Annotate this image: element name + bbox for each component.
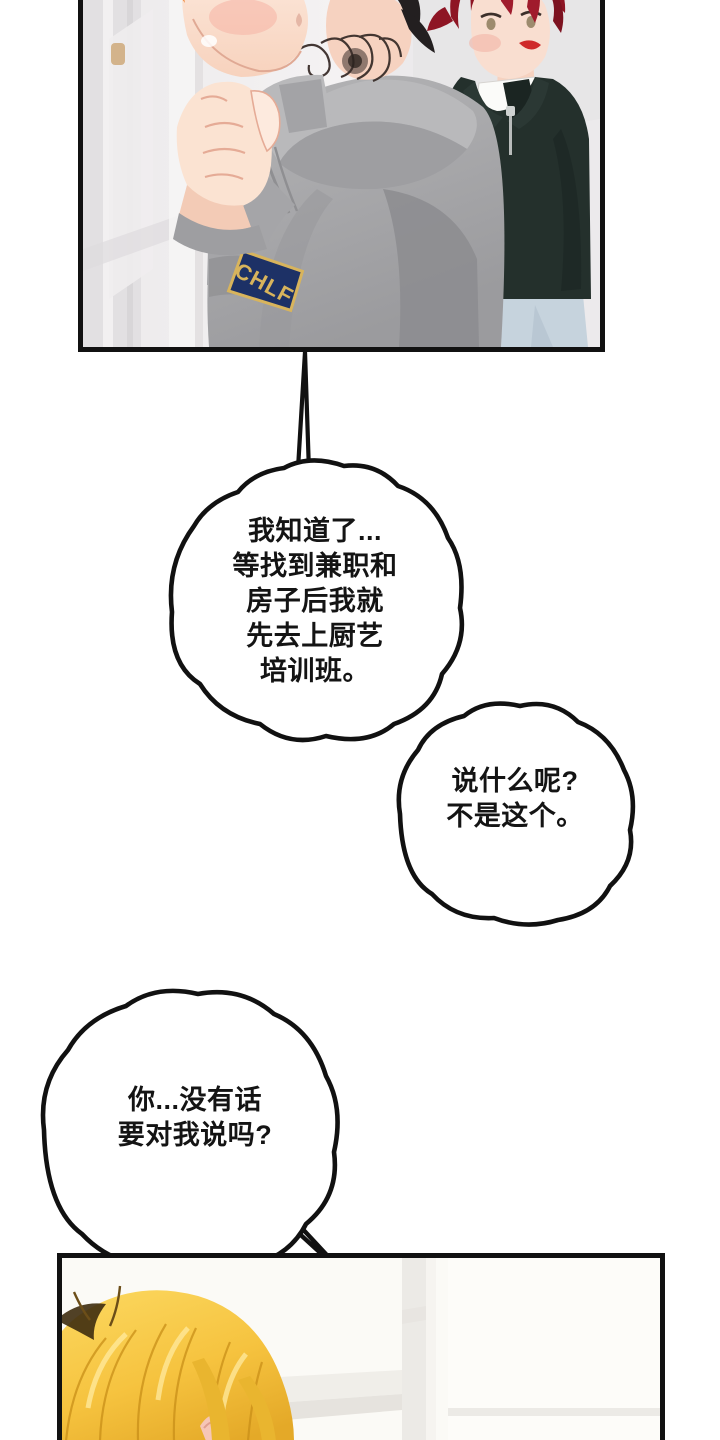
- speech-bubble-first-text: 我知道了... 等找到兼职和 房子后我就 先去上厨艺 培训班。: [232, 516, 398, 687]
- bottom-panel-artwork: [62, 1258, 660, 1440]
- red-haired-character: [427, 0, 591, 347]
- speech-bubble-third: 你...没有话 要对我说吗?: [30, 980, 360, 1283]
- top-panel-illustration: CHLF: [83, 0, 600, 347]
- orange-haired-character: [173, 0, 331, 256]
- top-panel-artwork: CHLF: [83, 0, 600, 347]
- gray-hoodie-character: CHLF: [207, 0, 505, 347]
- speech-bubble-first: 我知道了... 等找到兼职和 房子后我就 先去上厨艺 培训班。: [150, 349, 480, 752]
- speech-bubble-second: 说什么呢? 不是这个。: [386, 694, 644, 927]
- speech-bubble-second-shape: [396, 701, 636, 927]
- bottom-panel: [57, 1253, 665, 1440]
- bottom-panel-illustration: [62, 1258, 660, 1440]
- speech-bubble-third-text: 你...没有话 要对我说吗?: [117, 1085, 273, 1151]
- top-panel: CHLF: [78, 0, 605, 352]
- speech-bubble-second-text: 说什么呢? 不是这个。: [446, 766, 584, 832]
- speech-bubble-first-shape: [168, 349, 465, 743]
- blond-head: [62, 1285, 294, 1440]
